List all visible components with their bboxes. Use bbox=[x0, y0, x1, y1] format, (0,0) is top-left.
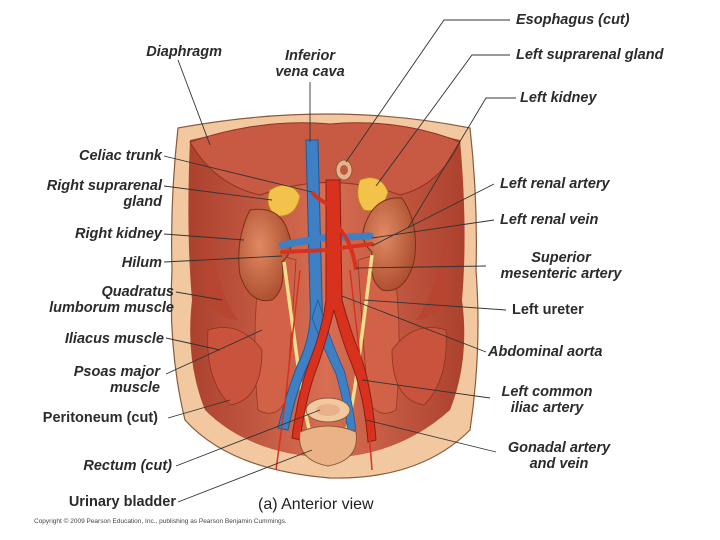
label-left-common-iliac-line1: Left common bbox=[501, 384, 593, 400]
label-left-common-iliac-line2: iliac artery bbox=[510, 400, 584, 416]
label-left-renal-vein: Left renal vein bbox=[500, 212, 599, 228]
left-quadratus-shape bbox=[416, 230, 450, 320]
label-urinary-bladder: Urinary bladder bbox=[68, 494, 176, 510]
label-psoas-line2: muscle bbox=[110, 380, 160, 396]
label-left-ureter: Left ureter bbox=[512, 302, 584, 318]
sma-shape bbox=[334, 223, 358, 271]
label-ivc-line2: vena cava bbox=[275, 64, 345, 80]
right-iliacus-shape bbox=[207, 327, 263, 406]
right-quadratus-shape bbox=[205, 230, 238, 320]
leader-lines bbox=[163, 19, 516, 503]
celiac-trunk-shape bbox=[310, 190, 331, 207]
label-rectum: Rectum (cut) bbox=[83, 458, 172, 474]
label-inferior-vena-cava: Inferior vena cava bbox=[258, 48, 362, 80]
label-right-suprarenal-line2: gland bbox=[123, 194, 162, 210]
copyright-notice: Copyright © 2009 Pearson Education, Inc.… bbox=[34, 518, 287, 525]
label-sma-line2: mesenteric artery bbox=[500, 266, 622, 282]
label-right-suprarenal-gland: Right suprarenal gland bbox=[20, 178, 162, 210]
label-superior-mesenteric-artery: Superior mesenteric artery bbox=[486, 250, 636, 282]
label-left-common-iliac-artery: Left common iliac artery bbox=[492, 384, 602, 416]
right-suprarenal-shape bbox=[267, 184, 301, 217]
aorta-shape bbox=[291, 179, 377, 443]
bladder-shape bbox=[299, 425, 357, 467]
label-psoas-major: Psoas major muscle bbox=[30, 364, 160, 396]
label-gonadal-line1: Gonadal artery bbox=[507, 440, 611, 456]
label-celiac-trunk: Celiac trunk bbox=[79, 148, 162, 164]
diaphragm-shape bbox=[189, 122, 461, 196]
label-sma-line1: Superior bbox=[531, 250, 591, 266]
gonadal-vessels-right bbox=[275, 269, 301, 471]
label-iliacus-muscle: Iliacus muscle bbox=[64, 331, 164, 347]
label-abdominal-aorta: Abdominal aorta bbox=[488, 344, 603, 360]
left-iliacus-shape bbox=[391, 327, 447, 406]
label-gonadal-line2: and vein bbox=[529, 456, 589, 472]
label-psoas-line1: Psoas major bbox=[73, 364, 160, 380]
label-right-kidney: Right kidney bbox=[74, 226, 162, 242]
right-kidney-shape bbox=[238, 208, 292, 302]
label-right-suprarenal-line1: Right suprarenal bbox=[46, 178, 162, 194]
label-left-renal-artery: Left renal artery bbox=[500, 176, 610, 192]
label-left-suprarenal-gland: Left suprarenal gland bbox=[516, 47, 664, 63]
renal-arteries bbox=[280, 242, 374, 254]
figure-caption: (a) Anterior view bbox=[258, 496, 374, 513]
label-esophagus: Esophagus (cut) bbox=[516, 12, 630, 28]
label-hilum: Hilum bbox=[121, 255, 162, 271]
label-gonadal-artery-vein: Gonadal artery and vein bbox=[498, 440, 620, 472]
label-peritoneum: Peritoneum (cut) bbox=[42, 410, 158, 426]
label-ivc-line1: Inferior bbox=[285, 48, 335, 64]
label-left-kidney: Left kidney bbox=[520, 90, 597, 106]
gonadal-vessels-left bbox=[349, 269, 373, 471]
label-diaphragm: Diaphragm bbox=[146, 44, 222, 60]
label-quadratus-line1: Quadratus bbox=[101, 284, 174, 300]
label-quadratus-lumborum: Quadratus lumborum muscle bbox=[20, 284, 174, 316]
label-quadratus-line2: lumborum muscle bbox=[49, 300, 174, 316]
